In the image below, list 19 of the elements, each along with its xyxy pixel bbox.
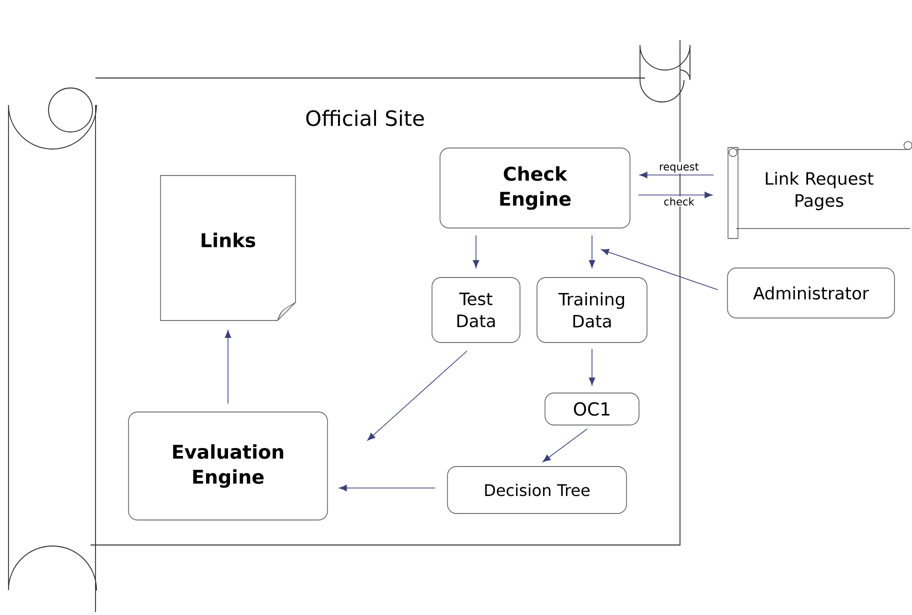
arrow — [588, 348, 596, 386]
arrow — [588, 234, 596, 268]
arrow — [640, 172, 714, 178]
edge-label: check — [664, 197, 694, 206]
process-box: OC1 — [544, 392, 640, 426]
process-box: Check Engine — [440, 148, 630, 228]
process-box: Training Data — [536, 277, 648, 343]
arrow — [367, 350, 468, 441]
arrow — [542, 428, 588, 462]
process-box: Decision Tree — [447, 466, 627, 514]
arrow — [339, 484, 436, 492]
arrow — [472, 234, 480, 268]
arrow — [224, 330, 232, 404]
process-box: Administrator — [727, 268, 895, 318]
edge-label: request — [660, 163, 699, 173]
process-box: Evaluation Engine — [128, 412, 328, 520]
arrow — [638, 192, 712, 198]
arrow — [601, 248, 718, 290]
process-box: Test Data — [432, 277, 520, 343]
